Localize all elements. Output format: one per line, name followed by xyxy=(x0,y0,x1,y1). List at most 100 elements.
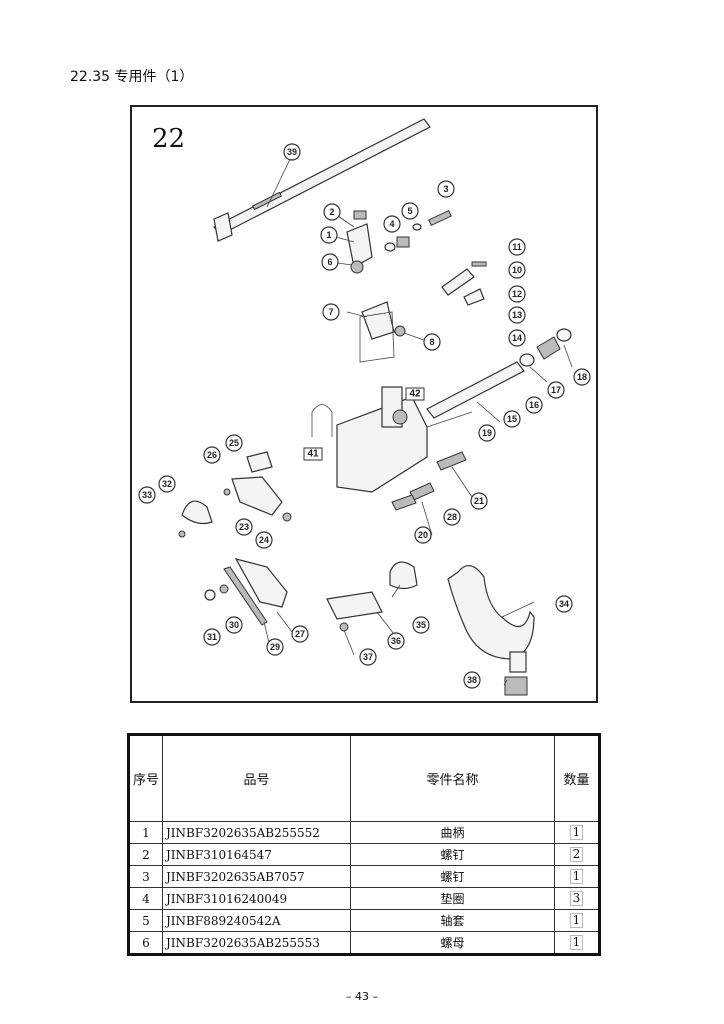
header-code: 品号 xyxy=(162,734,351,822)
callout-12: 12 xyxy=(508,285,526,303)
cell-name: 螺钉 xyxy=(350,865,555,888)
svg-text:4: 4 xyxy=(389,219,394,229)
cell-no: 3 xyxy=(128,865,163,888)
callout-6: 6 xyxy=(321,253,339,271)
section-title: 22.35 专用件（1） xyxy=(70,69,194,85)
svg-text:37: 37 xyxy=(363,652,373,662)
cell-no: 2 xyxy=(128,843,163,866)
callout-30: 30 xyxy=(225,616,243,634)
callout-41: 41 xyxy=(303,447,323,461)
callout-13: 13 xyxy=(508,306,526,324)
svg-text:10: 10 xyxy=(512,265,522,275)
callout-16: 16 xyxy=(525,396,543,414)
callout-7: 7 xyxy=(322,303,340,321)
callout-27: 27 xyxy=(291,625,309,643)
cell-no: 5 xyxy=(128,909,163,932)
leader-lines xyxy=(263,154,573,686)
svg-text:21: 21 xyxy=(474,496,484,506)
svg-text:18: 18 xyxy=(577,372,587,382)
svg-text:23: 23 xyxy=(239,522,249,532)
callout-26: 26 xyxy=(203,446,221,464)
qty-value: 1 xyxy=(569,935,584,950)
svg-text:34: 34 xyxy=(559,599,569,609)
callout-18: 18 xyxy=(573,368,591,386)
svg-text:36: 36 xyxy=(391,636,401,646)
plate-number: 22 xyxy=(152,124,185,154)
cell-code: JINBF3202635AB255552 xyxy=(162,821,351,844)
callout-3: 3 xyxy=(437,180,455,198)
callout-33: 33 xyxy=(138,486,156,504)
callout-38: 38 xyxy=(463,671,481,689)
table-row: 1 JINBF3202635AB255552 曲柄 1 xyxy=(128,821,600,844)
cell-code: JINBF3202635AB255553 xyxy=(162,931,351,955)
callout-14: 14 xyxy=(508,329,526,347)
callout-8: 8 xyxy=(423,333,441,351)
cell-qty: 1 xyxy=(554,821,600,844)
cell-code: JINBF3202635AB7057 xyxy=(162,865,351,888)
parts-table: 序号 品号 零件名称 数量 1 JINBF3202635AB255552 曲柄 … xyxy=(127,733,601,956)
qty-value: 1 xyxy=(569,913,584,928)
callout-1: 1 xyxy=(320,226,338,244)
svg-text:15: 15 xyxy=(507,414,517,424)
svg-text:6: 6 xyxy=(327,257,332,267)
callout-21: 21 xyxy=(470,492,488,510)
crank-assembly-part xyxy=(346,209,452,274)
svg-text:27: 27 xyxy=(295,629,305,639)
rod-and-spring-part xyxy=(426,328,572,419)
cell-qty: 1 xyxy=(554,909,600,932)
cell-code: JINBF889240542A xyxy=(162,909,351,932)
plate-and-hose-part xyxy=(326,561,535,696)
svg-text:2: 2 xyxy=(329,207,334,217)
qty-value: 1 xyxy=(569,825,584,840)
callout-36: 36 xyxy=(387,632,405,650)
callout-17: 17 xyxy=(547,381,565,399)
exploded-parts-diagram: 22 xyxy=(130,105,598,703)
callout-24: 24 xyxy=(255,531,273,549)
callout-5: 5 xyxy=(401,202,419,220)
callout-20: 20 xyxy=(414,526,432,544)
svg-text:24: 24 xyxy=(259,535,269,545)
table-row: 2 JINBF310164547 螺钉 2 xyxy=(128,843,600,866)
cell-name: 垫圈 xyxy=(350,887,555,910)
qty-value: 2 xyxy=(569,847,584,862)
svg-text:35: 35 xyxy=(416,620,426,630)
svg-text:26: 26 xyxy=(207,450,217,460)
cell-code: JINBF31016240049 xyxy=(162,887,351,910)
cell-no: 4 xyxy=(128,887,163,910)
table-row: 3 JINBF3202635AB7057 螺钉 1 xyxy=(128,865,600,888)
cell-name: 螺钉 xyxy=(350,843,555,866)
svg-text:1: 1 xyxy=(326,230,331,240)
cell-name: 螺母 xyxy=(350,931,555,955)
svg-text:20: 20 xyxy=(418,530,428,540)
svg-text:32: 32 xyxy=(162,479,172,489)
callout-11: 11 xyxy=(508,238,526,256)
svg-text:41: 41 xyxy=(307,449,319,460)
cell-no: 1 xyxy=(128,821,163,844)
qty-value: 3 xyxy=(569,891,584,906)
cell-no: 6 xyxy=(128,931,163,955)
cell-code: JINBF310164547 xyxy=(162,843,351,866)
svg-text:11: 11 xyxy=(512,242,522,252)
callout-28: 28 xyxy=(443,508,461,526)
svg-text:28: 28 xyxy=(447,512,457,522)
header-qty: 数量 xyxy=(554,734,600,822)
header-name: 零件名称 xyxy=(350,734,555,822)
callout-39: 39 xyxy=(283,143,301,161)
svg-text:14: 14 xyxy=(512,333,522,343)
callout-10: 10 xyxy=(508,261,526,279)
callout-34: 34 xyxy=(555,595,573,613)
svg-text:12: 12 xyxy=(512,289,522,299)
svg-text:5: 5 xyxy=(407,206,412,216)
svg-text:33: 33 xyxy=(142,490,152,500)
callout-37: 37 xyxy=(359,648,377,666)
callout-42: 42 xyxy=(405,387,425,401)
callout-4: 4 xyxy=(383,215,401,233)
svg-text:25: 25 xyxy=(229,438,239,448)
svg-text:30: 30 xyxy=(229,620,239,630)
callout-29: 29 xyxy=(266,638,284,656)
svg-text:17: 17 xyxy=(551,385,561,395)
callout-19: 19 xyxy=(478,424,496,442)
cell-qty: 1 xyxy=(554,931,600,955)
main-body-part xyxy=(311,386,428,493)
callout-35: 35 xyxy=(412,616,430,634)
